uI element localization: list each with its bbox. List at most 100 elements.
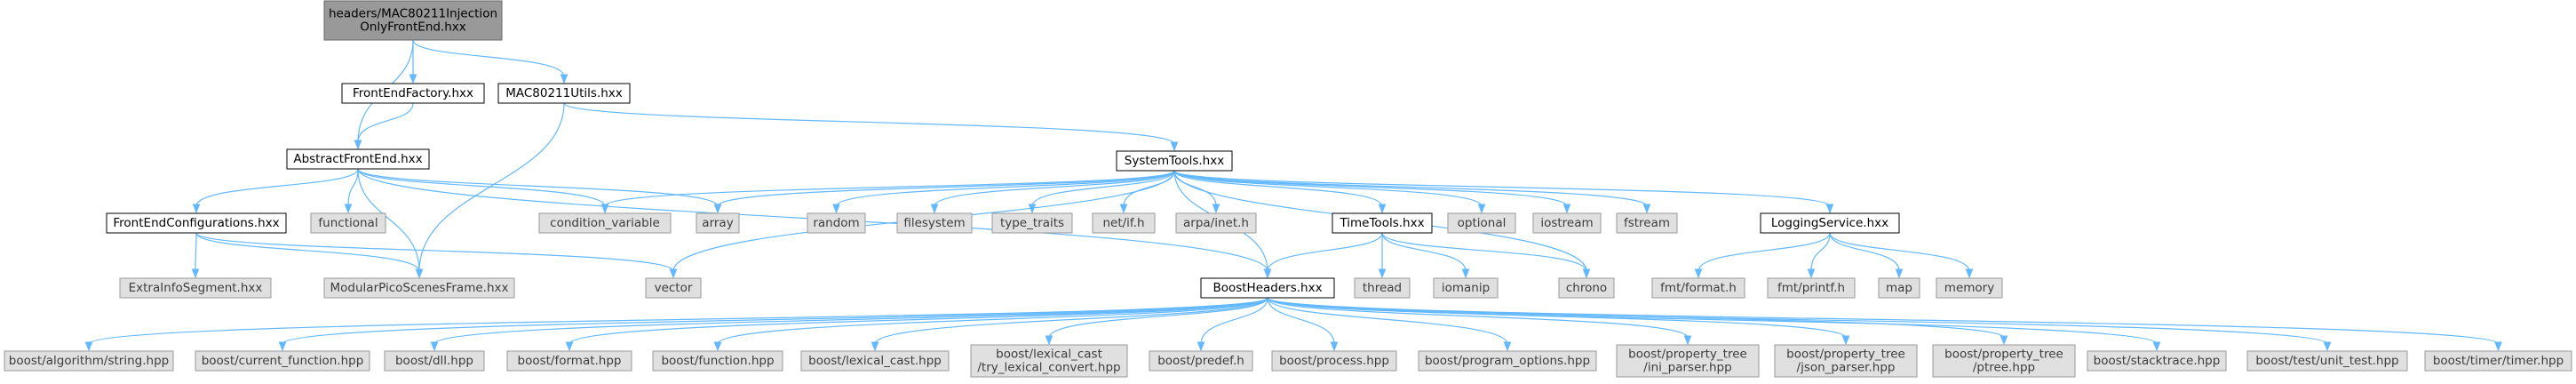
node-b-ptree: boost/property_tree/ptree.hpp	[1932, 344, 2076, 378]
node-filesystem: filesystem	[896, 212, 973, 234]
node-abstractfrontend[interactable]: AbstractFrontEnd.hxx	[286, 148, 430, 170]
node-label: functional	[318, 216, 378, 230]
dependency-edges	[84, 39, 2502, 352]
node-box	[1116, 150, 1233, 172]
node-label: boost/timer/timer.hpp	[2433, 354, 2564, 368]
node-label: ModularPicoScenesFrame.hxx	[330, 281, 509, 295]
node-random: random	[807, 212, 866, 234]
node-box	[1175, 212, 1257, 234]
node-box	[1760, 212, 1900, 234]
edge-arrowhead	[1119, 204, 1128, 214]
edge-arrowhead	[1642, 204, 1651, 214]
edge-boostheaders-to-b-unit-test	[1267, 297, 2328, 345]
edge-mac80211utils-to-modularpicoscenesframe	[418, 102, 565, 272]
edge-systemtools-to-net-if	[1123, 170, 1175, 207]
dependency-nodes: headers/MAC80211InjectionOnlyFrontEnd.hx…	[4, 0, 2572, 378]
node-label: SystemTools.hxx	[1125, 154, 1224, 168]
edge-timetools-to-chrono	[1381, 232, 1587, 272]
node-box	[1651, 277, 1745, 299]
node-box	[2246, 350, 2408, 372]
node-box	[119, 277, 272, 299]
node-label: arpa/inet.h	[1183, 216, 1249, 230]
node-box	[4, 350, 174, 372]
node-b-timer: boost/timer/timer.hpp	[2424, 350, 2572, 372]
edge-boostheaders-to-b-algorithm	[88, 297, 1268, 345]
node-boostheaders[interactable]: BoostHeaders.hxx	[1200, 277, 1335, 299]
edge-arrowhead	[354, 140, 362, 150]
node-box	[807, 212, 866, 234]
edge-arrowhead	[1045, 335, 1053, 346]
node-label: boost/process.hpp	[1279, 354, 1389, 368]
node-label: array	[702, 216, 733, 230]
node-label: FrontEndConfigurations.hxx	[113, 216, 279, 230]
node-fmt-format: fmt/format.h	[1651, 277, 1745, 299]
node-main[interactable]: headers/MAC80211InjectionOnlyFrontEnd.hx…	[323, 0, 503, 41]
edge-arrowhead	[1562, 204, 1571, 214]
edge-boostheaders-to-b-stacktrace	[1267, 297, 2158, 345]
edge-arrowhead	[1378, 204, 1387, 214]
edge-arrowhead	[1170, 141, 1179, 152]
node-b-process: boost/process.hpp	[1271, 350, 1397, 372]
edge-arrowhead	[713, 204, 722, 214]
edge-arrowhead	[1841, 335, 1850, 346]
node-box	[1271, 350, 1397, 372]
node-box	[1774, 344, 1918, 378]
edge-arrowhead	[1895, 268, 1904, 279]
node-box	[1418, 350, 1597, 372]
edge-boostheaders-to-b-lexical-cast	[874, 297, 1268, 345]
edge-frontendconfigurations-to-vector	[195, 232, 674, 272]
edge-arrowhead	[1807, 268, 1816, 279]
node-label: memory	[1944, 281, 1994, 295]
node-condition-variable: condition_variable	[538, 212, 672, 234]
node-box	[800, 350, 950, 372]
node-functional: functional	[310, 212, 386, 234]
node-b-current-function: boost/current_function.hpp	[195, 350, 370, 372]
node-optional: optional	[1447, 212, 1516, 234]
node-timetools[interactable]: TimeTools.hxx	[1332, 212, 1433, 234]
edge-loggingservice-to-fmt-printf	[1810, 232, 1831, 272]
node-box	[323, 277, 515, 299]
edge-frontendconfigurations-to-extrainfosegment	[195, 232, 197, 272]
node-mac80211utils[interactable]: MAC80211Utils.hxx	[497, 83, 631, 104]
node-label: net/if.h	[1102, 216, 1144, 230]
node-systemtools[interactable]: SystemTools.hxx	[1116, 150, 1233, 172]
node-loggingservice[interactable]: LoggingService.hxx	[1760, 212, 1900, 234]
node-box	[1616, 344, 1760, 378]
node-label: boost/lexical_cast	[996, 348, 1102, 362]
node-box	[384, 350, 485, 372]
node-box	[1878, 277, 1920, 299]
edge-arrowhead	[191, 268, 200, 279]
edge-systemtools-to-optional	[1173, 170, 1483, 207]
edge-arrowhead	[415, 268, 424, 279]
edge-arrowhead	[2000, 335, 2008, 346]
node-frontendconfigurations[interactable]: FrontEndConfigurations.hxx	[106, 212, 287, 234]
node-label: boost/format.hpp	[518, 354, 622, 368]
edge-arrowhead	[1694, 268, 1703, 279]
node-array: array	[696, 212, 740, 234]
node-b-unit-test: boost/test/unit_test.hpp	[2246, 350, 2408, 372]
node-type-traits: type_traits	[991, 212, 1073, 234]
edge-arrowhead	[565, 341, 574, 352]
node-box	[2087, 350, 2227, 372]
node-b-dll: boost/dll.hpp	[384, 350, 485, 372]
edge-arrowhead	[1330, 341, 1339, 352]
edge-main-to-mac80211utils	[412, 39, 565, 77]
node-label: BoostHeaders.hxx	[1212, 281, 1322, 295]
node-modularpicoscenesframe: ModularPicoScenesFrame.hxx	[323, 277, 515, 299]
edge-systemtools-to-random	[835, 170, 1175, 207]
node-b-function: boost/function.hpp	[652, 350, 783, 372]
edge-frontendfactory-to-abstractfrontend	[357, 102, 414, 143]
node-iostream: iostream	[1532, 212, 1602, 234]
edge-arrowhead	[1503, 341, 1512, 352]
node-frontendfactory[interactable]: FrontEndFactory.hxx	[341, 83, 485, 104]
edge-mac80211utils-to-systemtools	[563, 102, 1175, 145]
node-box	[1433, 277, 1499, 299]
node-label: boost/stacktrace.hpp	[2094, 354, 2221, 368]
edge-arrowhead	[1825, 204, 1834, 214]
node-label: boost/lexical_cast.hpp	[808, 354, 942, 368]
node-b-ini-parser: boost/property_tree/ini_parser.hpp	[1616, 344, 1760, 378]
edge-systemtools-to-filesystem	[934, 170, 1175, 207]
node-net-if: net/if.h	[1092, 212, 1156, 234]
node-box	[497, 83, 631, 104]
